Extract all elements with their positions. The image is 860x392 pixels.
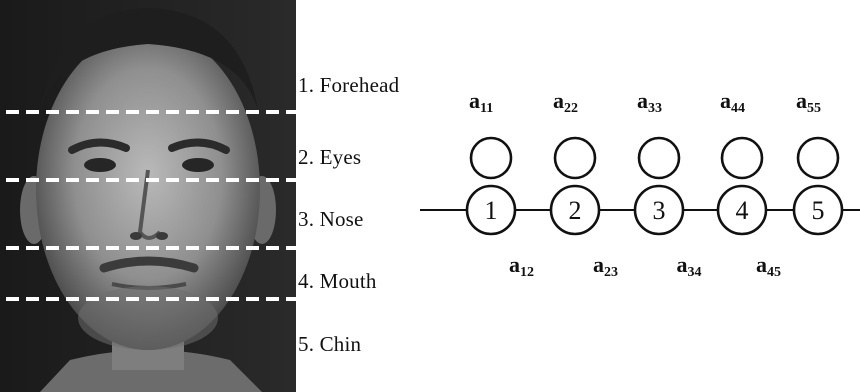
state-label: 5 bbox=[812, 196, 825, 225]
transition-label: a45 bbox=[756, 252, 781, 280]
state-label: 1 bbox=[485, 196, 498, 225]
self-transition-label: a22 bbox=[553, 88, 578, 116]
self-loop bbox=[471, 138, 511, 178]
state-label: 4 bbox=[736, 196, 749, 225]
transition-label: a34 bbox=[677, 252, 702, 280]
self-transition-label: a11 bbox=[469, 88, 493, 116]
self-loop bbox=[639, 138, 679, 178]
state-label: 2 bbox=[569, 196, 582, 225]
region-label-eyes: 2. Eyes bbox=[298, 145, 361, 170]
transition-label: a12 bbox=[509, 252, 534, 280]
transition-label: a23 bbox=[593, 252, 618, 280]
region-label-chin: 5. Chin bbox=[298, 332, 361, 357]
hmm-state-diagram: 1 2 3 4 5 a12 a23 a34 a45 a11 a22 a33 a44 a55 bbox=[410, 70, 860, 300]
region-label-nose: 3. Nose bbox=[298, 207, 364, 232]
self-loop bbox=[722, 138, 762, 178]
face-photo bbox=[0, 0, 296, 392]
self-transition-label: a33 bbox=[637, 88, 662, 116]
self-transition-label: a55 bbox=[796, 88, 821, 116]
state-label: 3 bbox=[653, 196, 666, 225]
self-loop bbox=[798, 138, 838, 178]
region-label-forehead: 1. Forehead bbox=[298, 73, 399, 98]
self-transition-label: a44 bbox=[720, 88, 745, 116]
region-label-mouth: 4. Mouth bbox=[298, 269, 377, 294]
self-loop bbox=[555, 138, 595, 178]
